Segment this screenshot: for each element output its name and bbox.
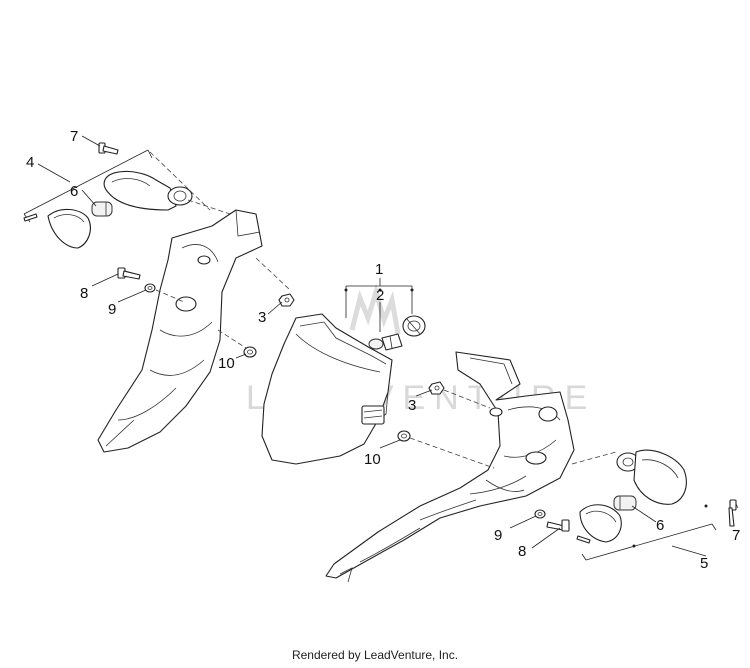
callout-5: 5 — [700, 555, 708, 572]
left-screw — [98, 142, 119, 155]
left-washer — [144, 283, 156, 293]
right-screw — [728, 499, 737, 527]
headlight-bulb — [368, 333, 403, 351]
callout-6-left: 6 — [70, 183, 78, 200]
right-turn-signal-assembly — [576, 449, 737, 561]
leader-lines — [37, 135, 739, 557]
callout-numbers: 7 4 6 8 9 3 10 1 2 3 10 6 7 9 8 5 — [26, 128, 740, 572]
left-bolt — [117, 267, 141, 280]
callout-6-right: 6 — [656, 517, 664, 534]
right-grommet — [397, 430, 411, 442]
callout-10-right: 10 — [364, 451, 381, 468]
callout-9-right: 9 — [494, 527, 502, 544]
callout-1: 1 — [375, 261, 383, 278]
left-fairing-panel — [97, 209, 263, 453]
callout-3-right: 3 — [408, 397, 416, 414]
callout-8-left: 8 — [80, 285, 88, 302]
right-nut — [428, 381, 445, 395]
left-housing — [103, 170, 193, 211]
right-lens — [579, 504, 622, 543]
right-housing — [616, 449, 687, 505]
left-turn-signal-assembly — [23, 142, 237, 249]
callout-3-left: 3 — [258, 309, 266, 326]
callout-4: 4 — [26, 154, 34, 171]
callout-7-left: 7 — [70, 128, 78, 145]
right-bulb — [613, 495, 637, 511]
right-fairing-panel — [325, 351, 575, 583]
footer-credit: Rendered by LeadVenture, Inc. — [291, 648, 459, 662]
left-nut — [278, 293, 295, 307]
callout-9-left: 9 — [108, 301, 116, 318]
headlight-assembly — [261, 313, 393, 465]
callout-2: 2 — [376, 287, 384, 304]
callout-10-left: 10 — [218, 355, 235, 372]
left-bulb — [91, 201, 113, 217]
bulb-socket-cap — [402, 315, 426, 337]
right-washer — [534, 509, 546, 519]
left-lens — [47, 208, 91, 249]
callout-8-right: 8 — [518, 543, 526, 560]
left-grommet — [243, 346, 257, 358]
callout-7-right: 7 — [732, 527, 740, 544]
